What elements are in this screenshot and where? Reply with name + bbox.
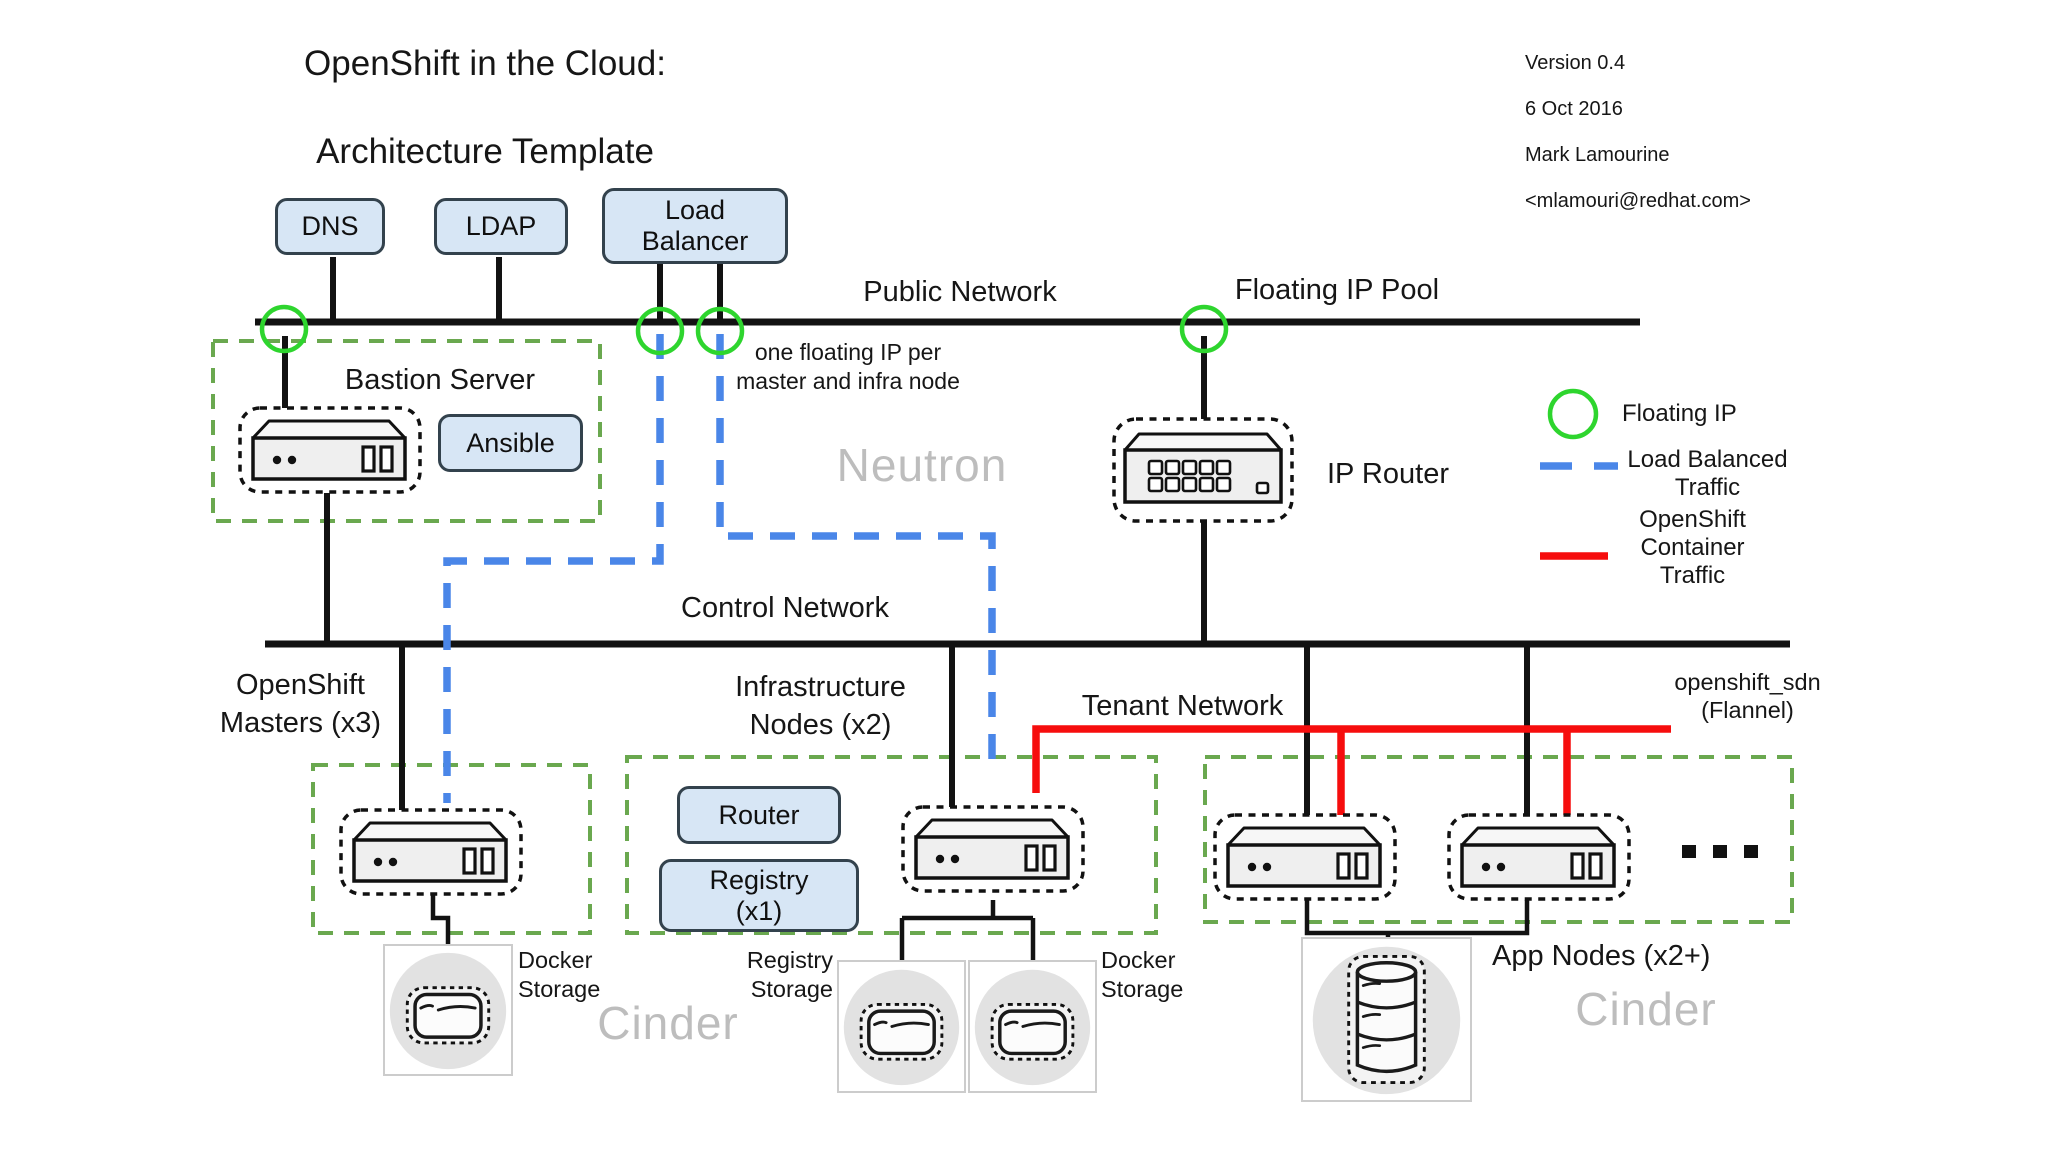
date-text: 6 Oct 2016 (1525, 98, 1623, 120)
legend-floating-ip-label: Floating IP (1622, 400, 1737, 427)
registry-box: Registry (x1) (659, 859, 859, 932)
legend-container-traffic-label: OpenShift Container Traffic (1639, 506, 1746, 589)
bastion-server-icon (237, 405, 423, 495)
masters-docker-storage-label: Docker Storage (518, 947, 601, 1002)
floating-ip-circles (259, 304, 1599, 440)
more-app-nodes-ellipsis-dot-2 (1713, 845, 1727, 858)
neutron-watermark: Neutron (836, 439, 1008, 491)
load-balancer-box: Load Balancer (602, 188, 788, 264)
masters-docker-storage-icon (383, 944, 513, 1076)
legend-floating-ip-sample (1547, 388, 1599, 440)
masters-zone-box (311, 763, 592, 935)
bastion-zone-label: Bastion Server (344, 364, 536, 396)
ldap-box: LDAP (434, 198, 568, 255)
network-bus-lines (255, 318, 1790, 648)
more-app-nodes-ellipsis-dot-1 (1682, 845, 1696, 858)
title-line-2: Architecture Template (316, 132, 654, 171)
infra-docker-storage-label: Docker Storage (1101, 947, 1184, 1002)
load-balanced-routes (443, 334, 1618, 803)
floating-ip-pool-label: Floating IP Pool (1234, 274, 1440, 306)
infra-zone-box (625, 755, 1158, 935)
more-app-nodes-ellipsis-dot-3 (1744, 845, 1758, 858)
infra-docker-storage-icon (968, 960, 1097, 1093)
public-network-label: Public Network (863, 276, 1057, 308)
apps-zone-box (1203, 755, 1794, 924)
infra-zone-label: Infrastructure Nodes (x2) (735, 671, 906, 741)
registry-label: Registry (x1) (709, 864, 809, 926)
infra-storage-links (899, 900, 1036, 964)
masters-server-icon (338, 807, 524, 897)
infra-server-icon (900, 804, 1086, 894)
floating-ip-router (1179, 304, 1229, 354)
cinder-watermark-right: Cinder (1575, 983, 1717, 1035)
router-label: Router (718, 799, 800, 830)
floating-ip-lb-1 (635, 306, 685, 356)
app-cinder-storage-icon (1301, 937, 1472, 1102)
control-network-label: Control Network (681, 592, 889, 624)
openshift-sdn-label: openshift_sdn (Flannel) (1674, 669, 1821, 723)
cinder-watermark-left: Cinder (597, 997, 739, 1049)
author-text: Mark Lamourine (1525, 144, 1670, 166)
masters-zone-label: OpenShift Masters (x3) (219, 669, 382, 739)
registry-storage-label: Registry Storage (746, 947, 833, 1002)
ansible-box: Ansible (438, 414, 583, 472)
tenant-network-line (1032, 725, 1671, 793)
ansible-label: Ansible (466, 427, 555, 458)
bastion-zone-box (211, 339, 602, 523)
black-connectors (282, 257, 1530, 822)
app-nodes-label: App Nodes (x2+) (1492, 940, 1711, 972)
title-line-1: OpenShift in the Cloud: (304, 44, 666, 83)
app-server-2-icon (1444, 812, 1634, 902)
ldap-label: LDAP (465, 211, 537, 241)
ip-router-label: IP Router (1327, 458, 1449, 490)
dns-label: DNS (301, 211, 359, 241)
dns-box: DNS (275, 198, 385, 255)
lb-route-to-masters (443, 334, 664, 803)
lb-route-to-infra (716, 334, 996, 776)
version-text: Version 0.4 (1525, 52, 1626, 74)
floating-ip-note: one floating IP per master and infra nod… (736, 339, 960, 394)
floating-ip-bastion (259, 304, 309, 354)
ip-router-icon (1111, 416, 1295, 524)
masters-storage-link (430, 894, 451, 947)
load-balancer-label: Load Balancer (641, 195, 749, 256)
email-text: <mlamouri@redhat.com> (1525, 190, 1751, 212)
version-block: Version 0.4 6 Oct 2016 Mark Lamourine <m… (1525, 52, 1865, 213)
legend-load-balanced-label: Load Balanced Traffic (1627, 446, 1788, 501)
green-zone-boxes (211, 339, 1794, 935)
registry-storage-icon (837, 960, 966, 1093)
floating-ip-lb-2 (695, 306, 745, 356)
container-traffic-routes (1032, 552, 1671, 820)
router-box: Router (677, 786, 841, 844)
slide-title: OpenShift in the Cloud: Architecture Tem… (250, 42, 720, 174)
tenant-network-label: Tenant Network (1081, 690, 1284, 722)
app-server-1-icon (1209, 812, 1401, 902)
